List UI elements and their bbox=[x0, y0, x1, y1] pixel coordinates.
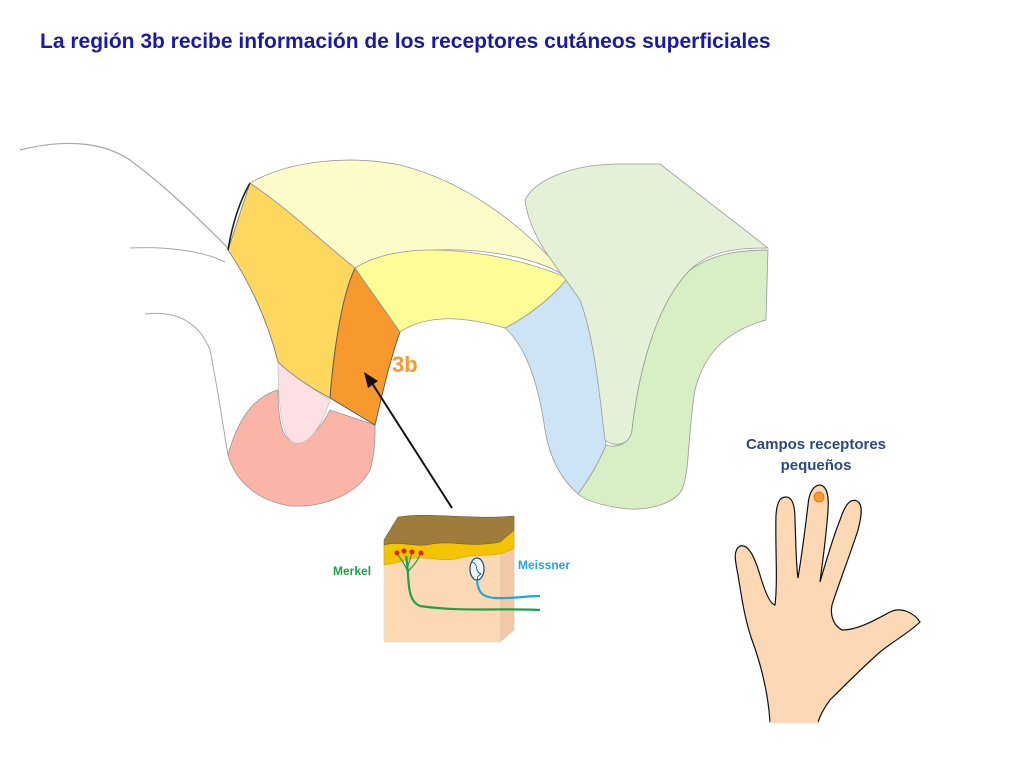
area-7-dark bbox=[577, 249, 769, 510]
area-2 bbox=[249, 159, 569, 279]
merkel-label: Merkel bbox=[333, 564, 371, 578]
page-title: La región 3b recibe información de los r… bbox=[40, 30, 771, 53]
arrow-head bbox=[364, 372, 378, 388]
skin-block bbox=[383, 515, 541, 643]
receptive-fields-line1: Campos receptores bbox=[746, 436, 886, 453]
outline-left-mid bbox=[129, 247, 226, 263]
meissner-label: Meissner bbox=[518, 558, 570, 572]
area-3a-edge bbox=[227, 182, 251, 251]
receptive-fields-line2: pequeños bbox=[781, 457, 852, 474]
region-3b-label: 3b bbox=[392, 352, 418, 377]
arrow-line bbox=[369, 379, 453, 509]
receptive-field-dot bbox=[813, 491, 825, 503]
hand-illustration bbox=[734, 484, 921, 723]
outline-left-low bbox=[144, 312, 229, 456]
outline-left-top bbox=[19, 142, 231, 251]
